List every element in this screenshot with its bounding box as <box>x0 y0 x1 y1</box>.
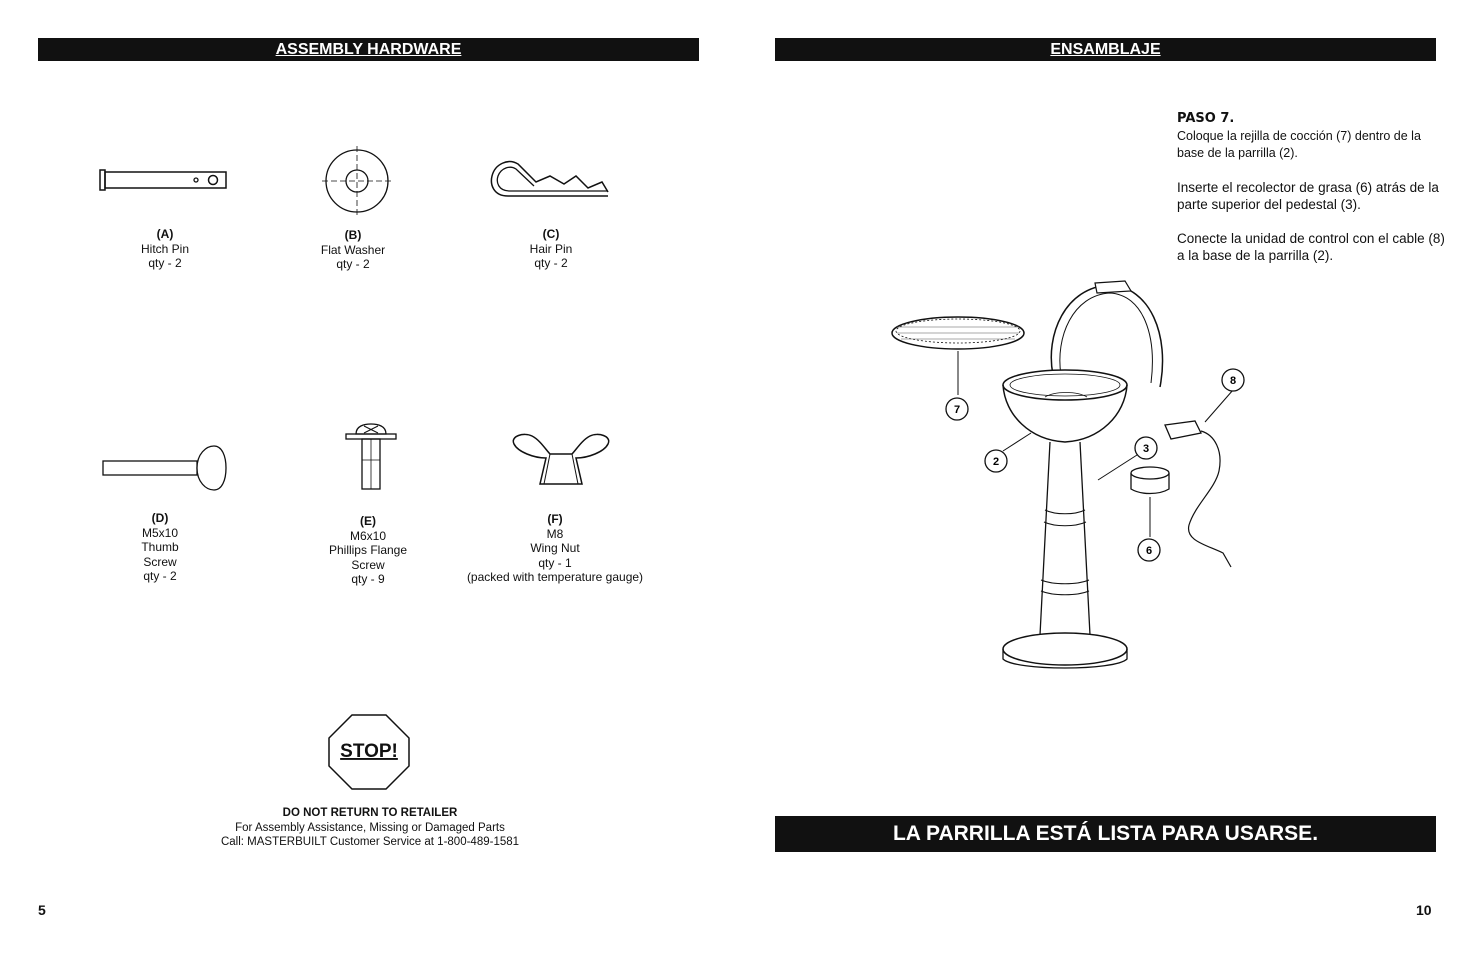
page-number-left: 5 <box>38 902 46 918</box>
svg-text:7: 7 <box>954 404 960 416</box>
part-label-f: (F) M8 Wing Nut qty - 1 (packed with tem… <box>466 512 644 584</box>
part-label-c: (C) Hair Pin qty - 2 <box>529 227 573 270</box>
wing-nut-icon <box>512 433 610 485</box>
part-label-d: (D) M5x10 Thumb Screw qty - 2 <box>141 511 179 583</box>
hair-pin-icon <box>490 160 609 197</box>
svg-text:3: 3 <box>1143 443 1149 455</box>
callout-7: 7 <box>945 397 969 421</box>
part-label-e: (E) M6x10 Phillips Flange Screw qty - 9 <box>328 514 408 586</box>
step-paragraph-2: Inserte el recolector de grasa (6) atrás… <box>1177 180 1439 212</box>
step-paragraph-3: Conecte la unidad de control con el cabl… <box>1177 231 1445 263</box>
step-instructions: PASO 7. Coloque la rejilla de cocción (7… <box>1177 110 1447 281</box>
grill-ready-banner: LA PARRILLA ESTÁ LISTA PARA USARSE. <box>775 816 1436 852</box>
stop-sign-text: STOP! <box>340 741 398 762</box>
hitch-pin-icon <box>99 169 227 191</box>
assembly-hardware-header: ASSEMBLY HARDWARE <box>38 38 699 61</box>
page-number-right: 10 <box>1416 902 1432 918</box>
step-paragraph-1: Coloque la rejilla de cocción (7) dentro… <box>1177 129 1421 160</box>
part-label-a: (A) Hitch Pin qty - 2 <box>140 227 190 270</box>
stop-sign-icon: STOP! <box>328 714 410 790</box>
callout-8: 8 <box>1221 368 1245 392</box>
step-title: PASO 7. <box>1177 111 1235 126</box>
flat-washer-icon <box>322 146 392 216</box>
svg-text:2: 2 <box>993 456 999 468</box>
grill-assembly-diagram: 7 2 3 8 6 <box>891 280 1245 669</box>
callout-3: 3 <box>1134 436 1158 460</box>
callout-2: 2 <box>984 449 1008 473</box>
thumb-screw-icon <box>102 445 227 491</box>
phillips-flange-screw-icon <box>345 423 397 490</box>
svg-text:8: 8 <box>1230 375 1236 387</box>
callout-6: 6 <box>1137 538 1161 562</box>
retailer-notice: DO NOT RETURN TO RETAILER For Assembly A… <box>220 807 520 848</box>
part-label-b: (B) Flat Washer qty - 2 <box>320 228 386 271</box>
ensamblaje-header: ENSAMBLAJE <box>775 38 1436 61</box>
svg-text:6: 6 <box>1146 545 1152 557</box>
